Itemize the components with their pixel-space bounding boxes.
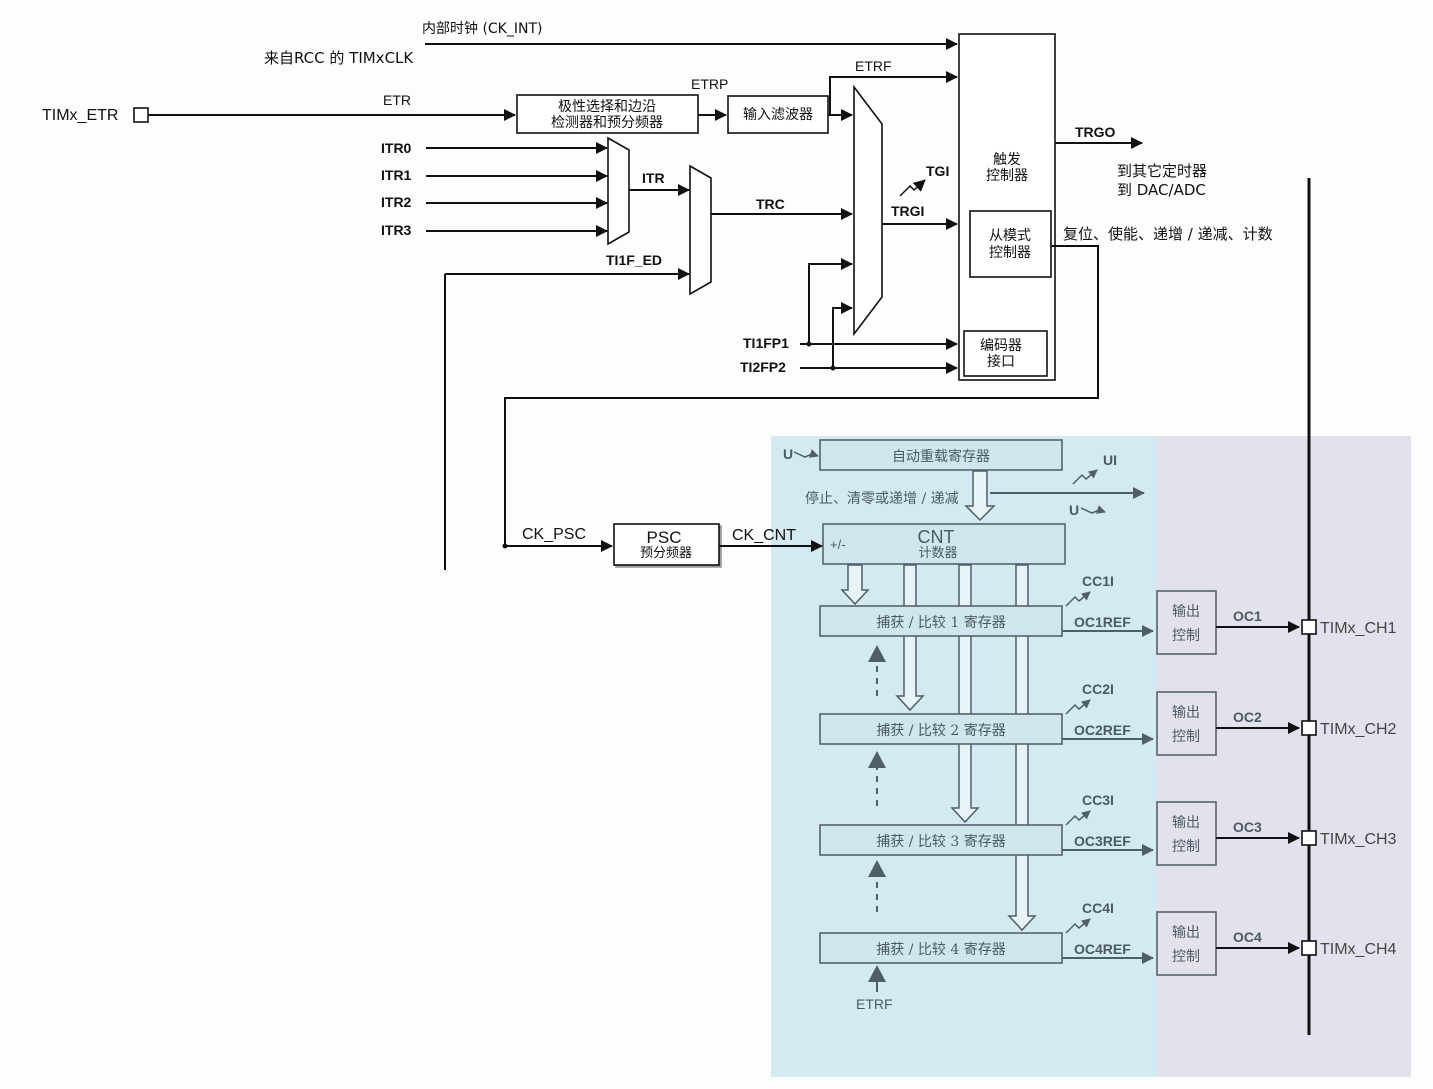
etrf-label: ETRF	[855, 58, 892, 74]
oc1-label: OC1	[1233, 608, 1262, 624]
ch4-pin-label: TIMx_CH4	[1320, 941, 1397, 958]
oc3ref-label: OC3REF	[1074, 833, 1131, 849]
cnt-bus-1	[840, 564, 870, 606]
oc4-label: OC4	[1233, 929, 1262, 945]
cc4i-label: CC4I	[1082, 900, 1114, 916]
ch1-pin-label: TIMx_CH1	[1320, 620, 1397, 637]
input-filter-label: 输入滤波器	[743, 107, 813, 123]
polarity-line1: 极性选择和边沿	[558, 99, 656, 115]
auto-reload-register	[819, 439, 1063, 471]
oc3-label: OC3	[1233, 819, 1262, 835]
arr-to-cnt-arrow	[964, 470, 996, 522]
output-control-1-line1: 输出	[1172, 604, 1200, 620]
itr-mux	[607, 136, 630, 246]
cc1-register-label: 捕获 / 比较 1 寄存器	[876, 614, 1005, 631]
output-control-3	[1156, 801, 1217, 866]
output-control-4-line1: 输出	[1172, 925, 1200, 941]
cc3-register-label: 捕获 / 比较 3 寄存器	[876, 833, 1005, 850]
trigger-controller-box	[958, 33, 1056, 381]
plusminus-label: +/-	[830, 537, 846, 552]
cc1i-label: CC1I	[1082, 573, 1114, 589]
ch3-pin[interactable]	[1301, 830, 1317, 846]
ti1fp1-label: TI1FP1	[743, 335, 789, 351]
itr1-label: ITR1	[381, 167, 412, 183]
cnt-label: CNT	[918, 527, 955, 547]
polarity-line2: 检测器和预分频器	[551, 115, 663, 131]
trgo-dest1: 到其它定时器	[1117, 162, 1207, 180]
slave-controller-box	[969, 210, 1052, 278]
cc3i-label: CC3I	[1082, 792, 1114, 808]
input-filter-box	[727, 95, 829, 134]
output-control-2	[1156, 691, 1217, 756]
encoder-line1: 编码器	[980, 338, 1022, 354]
ck-cnt-label: CK_CNT	[732, 527, 796, 544]
trc-mux	[689, 164, 712, 296]
u-out-label: U	[1069, 502, 1079, 518]
oc2ref-label: OC2REF	[1074, 722, 1131, 738]
cc2-register	[819, 713, 1063, 745]
slave-actions-label: 复位、使能、递增 / 递减、计数	[1063, 225, 1273, 243]
ui-label: UI	[1103, 452, 1117, 468]
output-control-4	[1156, 911, 1217, 976]
trigger-line2: 控制器	[986, 168, 1028, 184]
trigger-line1: 触发	[993, 152, 1021, 168]
ti1f-ed-label: TI1F_ED	[606, 252, 662, 268]
cc2-register-label: 捕获 / 比较 2 寄存器	[876, 722, 1005, 739]
ck-int-label: 内部时钟 (CK_INT)	[422, 20, 542, 37]
ch2-pin-label: TIMx_CH2	[1320, 721, 1397, 738]
trgo-dest2: 到 DAC/ADC	[1117, 181, 1206, 199]
itr2-label: ITR2	[381, 194, 412, 210]
ck-psc-label: CK_PSC	[522, 526, 586, 543]
psc-box	[613, 523, 720, 566]
itr0-label: ITR0	[381, 140, 412, 156]
etr-pin-label: TIMx_ETR	[42, 107, 118, 124]
cc1-register	[819, 605, 1063, 637]
tgi-label: TGI	[926, 163, 949, 179]
cnt-sub-label: 计数器	[918, 546, 957, 561]
etrf-bottom-label: ETRF	[856, 996, 893, 1012]
cnt-counter-box	[822, 523, 1066, 565]
output-control-3-line2: 控制	[1172, 839, 1200, 855]
ch1-pin[interactable]	[1301, 619, 1317, 635]
trgi-label: TRGI	[891, 203, 924, 219]
slave-line1: 从模式	[989, 228, 1031, 244]
output-control-1-line2: 控制	[1172, 628, 1200, 644]
itr-label: ITR	[642, 170, 665, 186]
arr-label: 自动重载寄存器	[892, 448, 990, 465]
output-control-2-line1: 输出	[1172, 705, 1200, 721]
encoder-line2: 接口	[987, 353, 1015, 370]
trigger-select-mux	[853, 84, 883, 337]
ch4-pin[interactable]	[1301, 940, 1317, 956]
output-control-4-line2: 控制	[1172, 949, 1200, 965]
cc4-register-label: 捕获 / 比较 4 寄存器	[876, 941, 1005, 958]
output-control-3-line1: 输出	[1172, 815, 1200, 831]
counter-ctrl-label: 停止、清零或递增 / 递减	[805, 490, 959, 507]
trc-label: TRC	[756, 196, 785, 212]
ti2fp2-label: TI2FP2	[740, 359, 786, 375]
u-in-label: U	[783, 446, 793, 462]
oc1ref-label: OC1REF	[1074, 614, 1131, 630]
cc4-register	[819, 932, 1063, 964]
oc4ref-label: OC4REF	[1074, 941, 1131, 957]
output-control-1	[1156, 590, 1217, 655]
ch3-pin-label: TIMx_CH3	[1320, 831, 1397, 848]
polarity-detector-box	[516, 94, 699, 134]
output-control-2-line2: 控制	[1172, 729, 1200, 745]
trgo-label: TRGO	[1075, 124, 1116, 140]
cnt-bus-2	[895, 564, 925, 712]
rcc-label: 来自RCC 的 TIMxCLK	[264, 49, 414, 67]
itr3-label: ITR3	[381, 222, 412, 238]
oc2-label: OC2	[1233, 709, 1262, 725]
encoder-interface-box	[963, 330, 1048, 377]
psc-sub-label: 预分频器	[640, 546, 692, 561]
psc-label: PSC	[647, 528, 682, 547]
etrp-label: ETRP	[691, 76, 728, 92]
cc3-register	[819, 824, 1063, 856]
slave-line2: 控制器	[989, 245, 1031, 261]
cc2i-label: CC2I	[1082, 681, 1114, 697]
etr-label: ETR	[383, 92, 411, 108]
ch2-pin[interactable]	[1301, 720, 1317, 736]
